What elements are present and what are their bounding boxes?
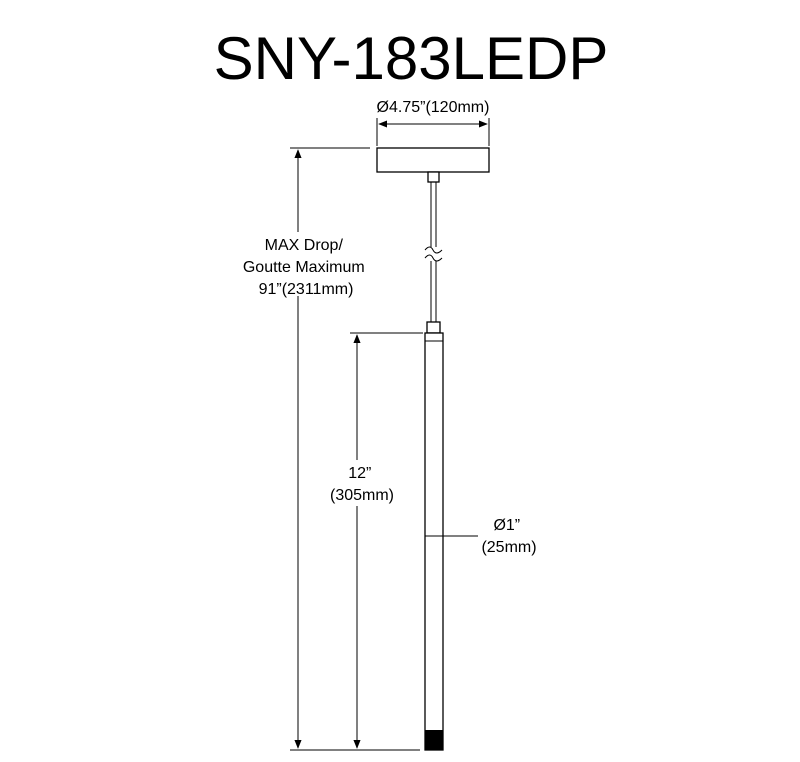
canopy-diameter-label: Ø4.75”(120mm): [377, 99, 490, 116]
canopy-diameter-dimension: Ø4.75”(120mm): [376, 99, 490, 146]
max-drop-label: MAX Drop/ Goutte Maximum 91”(2311mm): [243, 237, 369, 298]
body-fitting: [426, 321, 441, 334]
body-length-label: 12” (305mm): [330, 465, 394, 504]
body-diameter-dimension: Ø1” (25mm): [443, 517, 537, 556]
canopy-fitting: [427, 171, 440, 183]
body-diameter-label: Ø1” (25mm): [481, 517, 536, 556]
end-cap: [425, 730, 443, 750]
product-title: SNY-183LEDP: [214, 25, 609, 92]
max-drop-dimension: MAX Drop/ Goutte Maximum 91”(2311mm): [232, 147, 420, 751]
body-length-dimension: 12” (305mm): [320, 332, 423, 749]
pendant-body: [424, 332, 444, 751]
cable-break-symbol: [424, 246, 443, 254]
suspension-cable: [424, 182, 443, 322]
canopy: [376, 147, 490, 173]
